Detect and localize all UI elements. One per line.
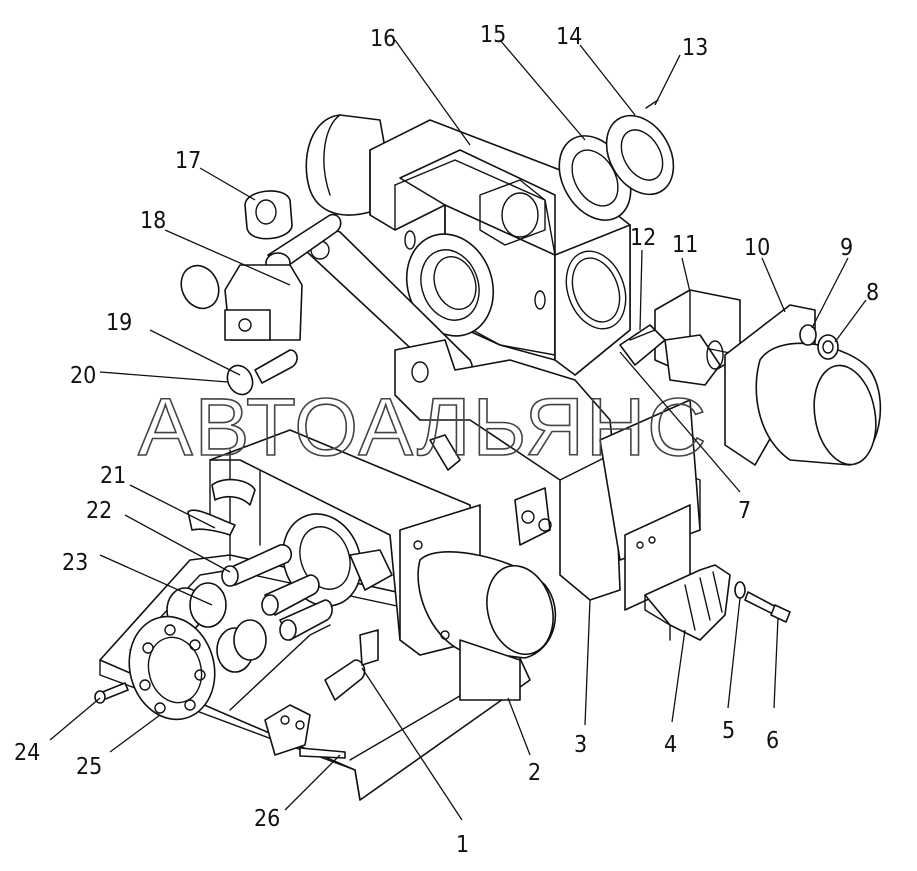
callout-9: 9	[840, 235, 853, 261]
callout-21: 21	[100, 463, 126, 489]
block-11	[654, 289, 741, 386]
callout-6: 6	[766, 728, 779, 754]
bracket-26	[264, 629, 379, 759]
callout-7: 7	[738, 498, 751, 524]
callout-22: 22	[86, 498, 112, 524]
callout-labels: 1 2 3 4 5 6 7 8 9 10 11 12 13 14 15 16 1…	[14, 22, 879, 858]
callout-26: 26	[254, 806, 280, 832]
boss-17	[180, 190, 342, 396]
callout-13: 13	[682, 35, 708, 61]
callout-4: 4	[664, 732, 677, 758]
bolt-6	[744, 591, 791, 623]
callout-20: 20	[70, 363, 96, 389]
nut-9	[799, 324, 817, 346]
bolt-8	[817, 334, 839, 360]
callout-23: 23	[62, 550, 88, 576]
bolt-24	[94, 682, 129, 704]
callout-2: 2	[528, 760, 541, 786]
ring-14	[605, 114, 675, 196]
upper-flange	[405, 233, 495, 337]
callout-14: 14	[556, 24, 582, 50]
callout-10: 10	[744, 235, 770, 261]
callout-5: 5	[722, 718, 735, 744]
callout-16: 16	[370, 26, 396, 52]
callout-19: 19	[106, 310, 132, 336]
bracket-12	[619, 324, 666, 366]
callout-1: 1	[456, 832, 469, 858]
flange-25	[128, 615, 216, 721]
housing-2	[209, 429, 557, 701]
callout-25: 25	[76, 754, 102, 780]
callout-3: 3	[574, 732, 587, 758]
watermark: АВТОАЛЬЯНС	[138, 382, 708, 473]
cylinder-10	[724, 304, 882, 466]
callout-11: 11	[672, 232, 698, 258]
callout-24: 24	[14, 740, 40, 766]
bracket-4	[644, 564, 731, 641]
callout-12: 12	[630, 225, 656, 251]
callout-8: 8	[866, 280, 879, 306]
pin-13	[645, 99, 659, 109]
callout-18: 18	[140, 208, 166, 234]
leader-lines	[49, 39, 867, 821]
clip-21-22	[187, 478, 256, 536]
callout-17: 17	[175, 148, 201, 174]
callout-15: 15	[480, 22, 506, 48]
washer-5	[734, 581, 746, 599]
